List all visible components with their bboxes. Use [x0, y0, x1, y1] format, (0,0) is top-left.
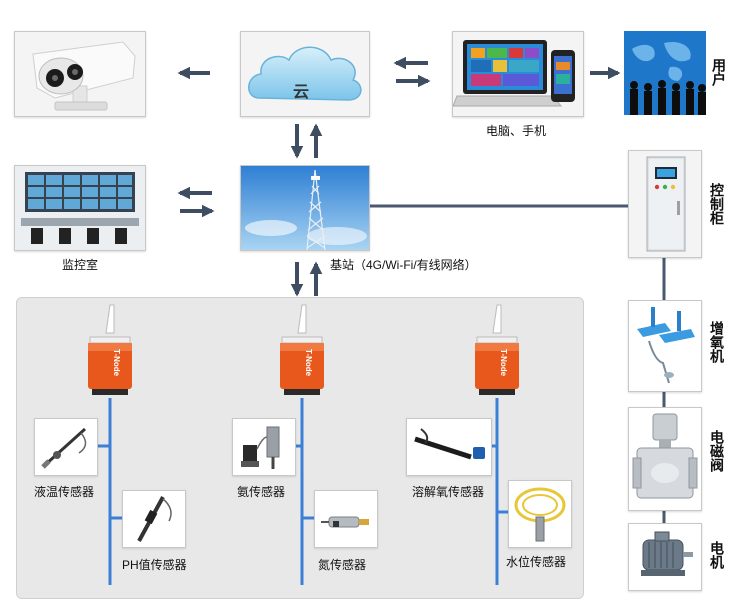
cloud-label: 云 [293, 84, 310, 101]
motor-label: 电机 [709, 541, 725, 569]
valve-label-char-2: 磁 [709, 444, 725, 458]
motor-label-char-2: 机 [709, 555, 725, 569]
t-node-icon [280, 304, 324, 395]
cabinet-box [628, 150, 702, 258]
cabinet-label-char-3: 柜 [709, 211, 725, 225]
t-node-2-label: T-Node [304, 349, 313, 377]
motor-icon [629, 524, 701, 590]
laptop-phone-icon [453, 40, 575, 107]
cloud-box: 云 [240, 31, 370, 117]
devices-box [452, 31, 584, 117]
users-world-icon [624, 31, 706, 115]
base-station-label: 基站（4G/Wi-Fi/有线网络） [330, 258, 477, 272]
valve-label: 电磁阀 [709, 430, 725, 472]
aerator-box [628, 300, 702, 392]
base-station-box [240, 165, 370, 251]
aerator-label-char-1: 增 [709, 321, 725, 335]
valve-label-char-1: 电 [709, 430, 725, 444]
tower-icon [241, 166, 369, 250]
users-label-char-2: 户 [711, 72, 727, 86]
devices-label: 电脑、手机 [486, 124, 547, 138]
aerator-label-char-2: 氧 [709, 335, 725, 349]
ammonia-probe-icon [241, 426, 280, 469]
users-label: 用户 [711, 58, 727, 86]
cabinet-label-char-1: 控 [709, 183, 725, 197]
oxygen-probe-icon [414, 428, 485, 460]
valve-label-char-3: 阀 [709, 458, 725, 472]
valve-box [628, 407, 702, 511]
t-node-3-label: T-Node [499, 349, 508, 377]
users-image [624, 31, 706, 115]
ph-label: PH值传感器 [122, 558, 187, 572]
t-node-1: T-Node [84, 303, 136, 399]
t-node-3: T-Node [471, 303, 523, 399]
aerator-label-char-3: 机 [709, 349, 725, 363]
t-node-2: T-Node [276, 303, 328, 399]
motor-label-char-1: 电 [709, 541, 725, 555]
t-node-icon [88, 304, 132, 395]
water-level-label: 水位传感器 [506, 555, 567, 569]
water-level-sensor [508, 480, 572, 548]
monitor-room-label: 监控室 [62, 258, 99, 272]
monitor-room-box [14, 165, 146, 251]
dissolved-oxygen-sensor [406, 418, 492, 476]
cabinet-icon [646, 156, 686, 252]
cabinet-label-char-2: 制 [709, 197, 725, 211]
ammonia-sensor [232, 418, 296, 476]
security-camera-icon [32, 41, 136, 111]
motor-box [628, 523, 702, 591]
ph-sensor [122, 490, 186, 548]
camera-box [14, 31, 146, 117]
aerator-icon [629, 301, 701, 391]
liquid-temp-sensor [34, 418, 98, 476]
nitrogen-sensor [314, 490, 378, 548]
temperature-probe-icon [41, 427, 87, 469]
valve-icon [629, 408, 701, 510]
users-label-char-1: 用 [711, 58, 727, 72]
ammonia-label: 氨传感器 [237, 485, 286, 499]
nitrogen-label: 氮传感器 [318, 558, 367, 572]
t-node-icon [475, 304, 519, 395]
aerator-label: 增氧机 [709, 321, 725, 363]
cabinet-label: 控制柜 [709, 183, 725, 225]
nitrogen-probe-icon [321, 516, 369, 528]
water-level-probe-icon [514, 487, 566, 542]
cloud-icon [248, 46, 362, 101]
liquid-temp-label: 液温传感器 [34, 485, 95, 499]
t-node-1-label: T-Node [112, 349, 121, 377]
monitor-room-icon [15, 166, 145, 250]
ph-probe-icon [137, 496, 172, 542]
dissolved-oxygen-label: 溶解氧传感器 [412, 485, 485, 499]
